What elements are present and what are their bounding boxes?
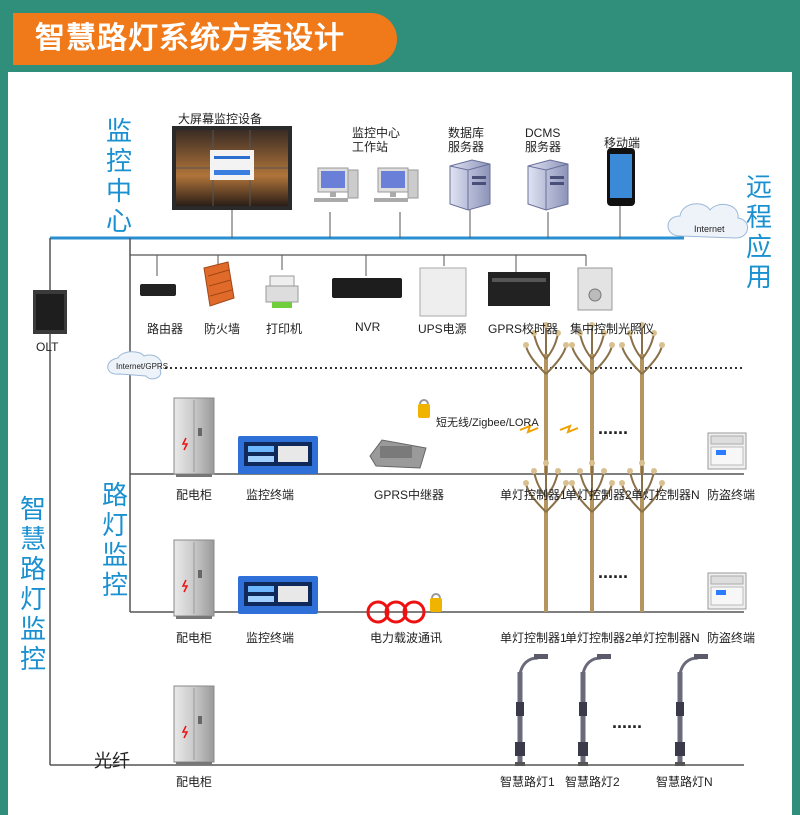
label-ups: UPS电源 (418, 322, 467, 336)
label-nvr: NVR (355, 320, 381, 334)
label-olt: OLT (36, 340, 59, 354)
label-dcms-server: DCMS 服务器 (525, 126, 562, 154)
section-monitor-center: 监控中心 (105, 116, 132, 236)
section-smart-monitor: 智慧路灯监控 (19, 494, 46, 674)
label-controller-n-row2: 单灯控制器N (631, 631, 700, 645)
label-printer: 打印机 (266, 322, 303, 336)
label-smart-lamp-n: 智慧路灯N (656, 775, 713, 789)
label-controller-1-row1: 单灯控制器1 (500, 488, 567, 502)
page-title: 智慧路灯系统方案设计 (13, 13, 397, 65)
label-smart-lamp-1: 智慧路灯1 (500, 775, 555, 789)
label-workstation: 监控中心 工作站 (352, 126, 401, 154)
label-light-meter: 集中控制光照仪 (570, 322, 655, 336)
label-database-server: 数据库 服务器 (448, 126, 485, 154)
label-controller-2-row2: 单灯控制器2 (565, 631, 632, 645)
label-controller-1-row2: 单灯控制器1 (500, 631, 567, 645)
label-controller-2-row1: 单灯控制器2 (565, 488, 632, 502)
label-big-screen: 大屏幕监控设备 (178, 112, 263, 126)
label-plc: 电力载波通讯 (370, 631, 443, 645)
dots-row1: ...... (598, 418, 629, 438)
label-cabinet-row1: 配电柜 (176, 488, 213, 502)
label-cabinet-row3: 配电柜 (176, 775, 213, 789)
section-remote-app: 远程应用 (745, 172, 772, 292)
label-antitheft-row1: 防盗终端 (707, 488, 756, 502)
label-antitheft-row2: 防盗终端 (707, 631, 756, 645)
dots-row2: ...... (598, 562, 629, 582)
label-terminal-row2: 监控终端 (246, 631, 295, 645)
label-terminal-row1: 监控终端 (246, 488, 295, 502)
label-fiber: 光纤 (94, 751, 130, 771)
label-gprs-relay: GPRS中继器 (374, 488, 445, 502)
label-gprs-timer: GPRS校时器 (488, 322, 559, 336)
label-router: 路由器 (147, 322, 184, 336)
dots-row3: ...... (612, 712, 643, 732)
label-controller-n-row1: 单灯控制器N (631, 488, 700, 502)
label-wireless: 短无线/Zigbee/LORA (436, 417, 539, 429)
label-smart-lamp-2: 智慧路灯2 (565, 775, 620, 789)
label-firewall: 防火墙 (204, 322, 241, 336)
section-street-monitor: 路灯监控 (101, 480, 128, 600)
cloud-internet-gprs: Internet/GPRS (116, 362, 169, 371)
label-cabinet-row2: 配电柜 (176, 631, 213, 645)
label-mobile: 移动端 (604, 136, 641, 150)
cloud-internet: Internet (694, 224, 725, 234)
